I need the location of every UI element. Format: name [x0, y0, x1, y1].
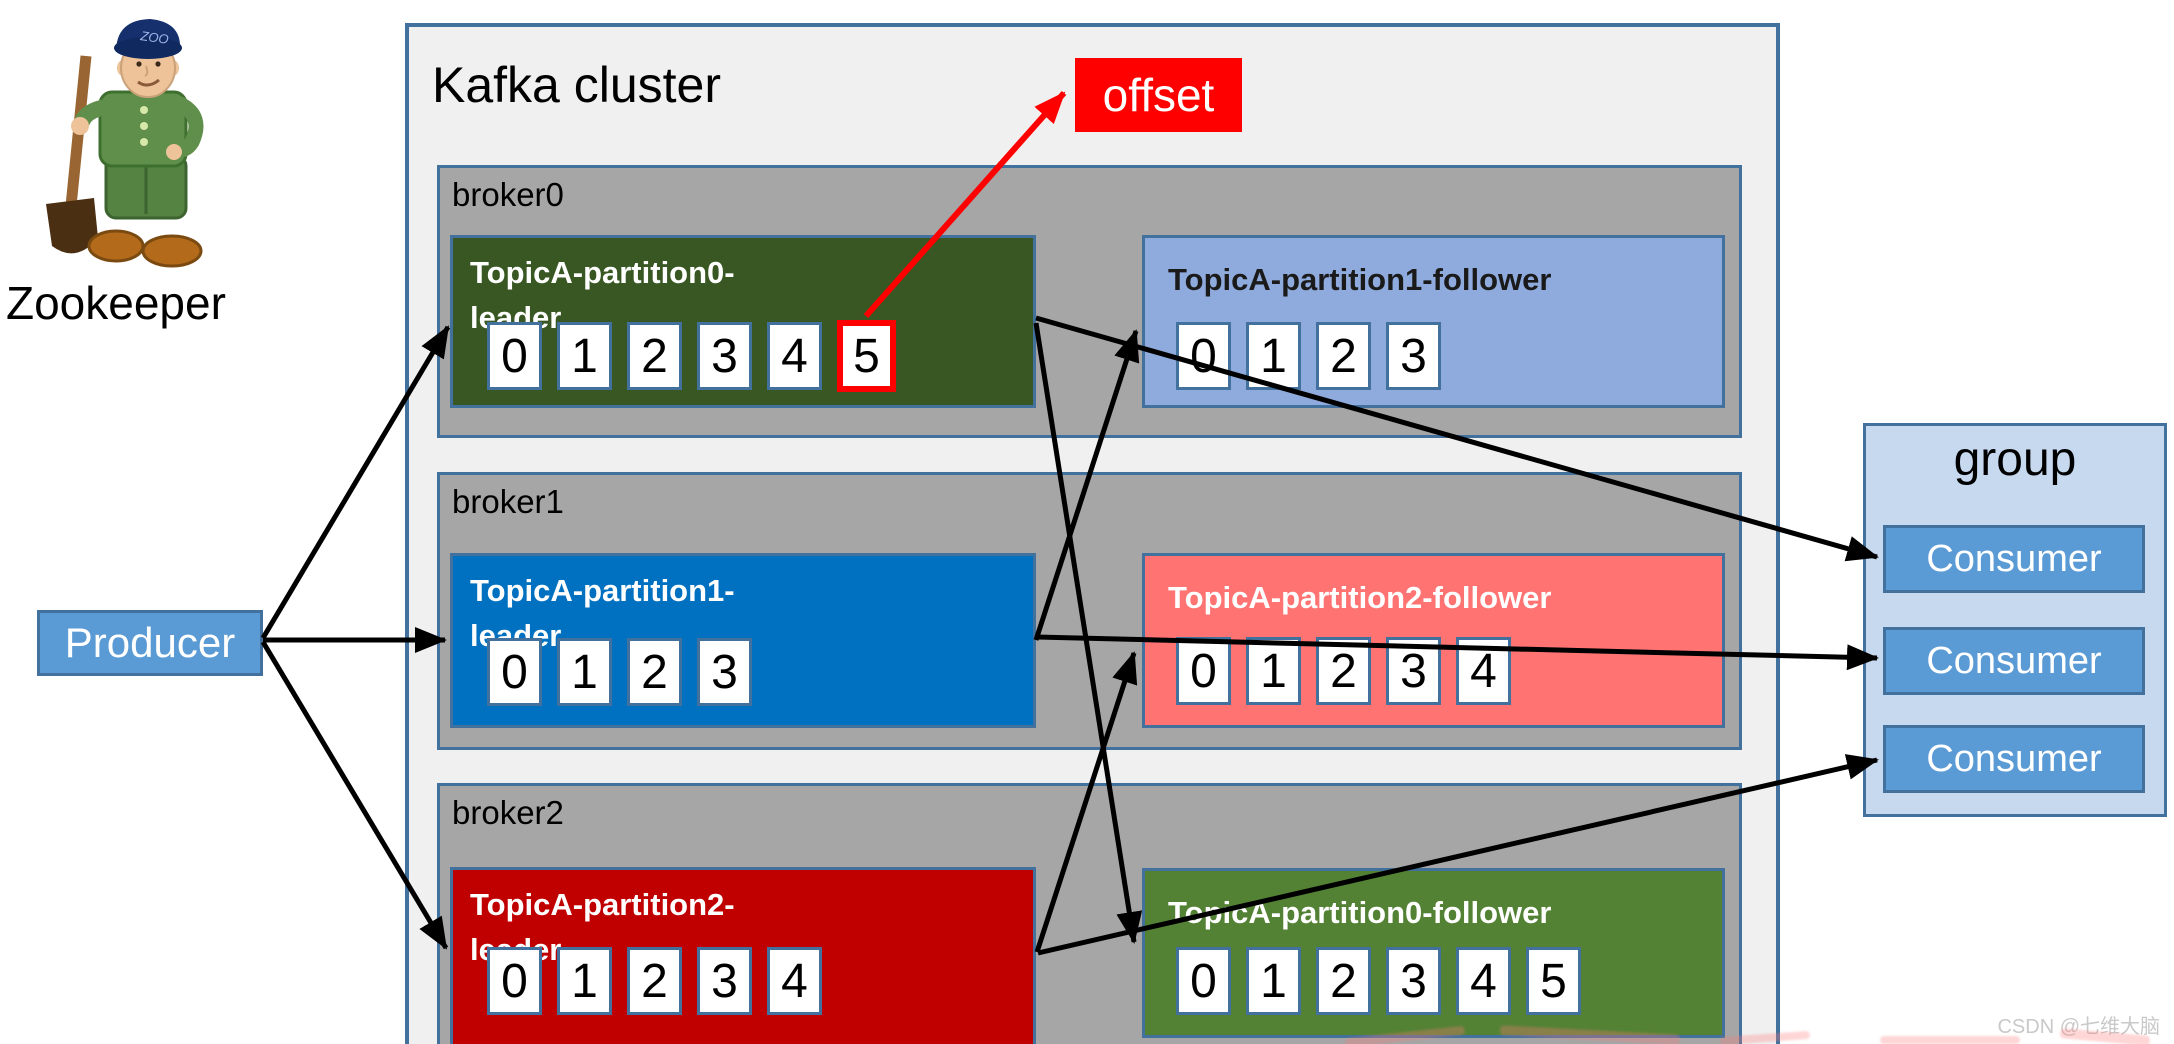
offset-cell: 2 [1316, 637, 1371, 705]
offset-cell: 0 [1176, 947, 1231, 1015]
offset-cell: 1 [557, 322, 612, 390]
offset-cell: 0 [1176, 322, 1231, 390]
broker1-label: broker1 [452, 483, 564, 520]
offset-cell: 4 [767, 322, 822, 390]
csdn-watermark: CSDN @七维大脑 [1997, 1016, 2160, 1038]
offset-cell: 1 [1246, 322, 1301, 390]
offset-label: offset [1102, 69, 1215, 121]
offset-cell: 4 [1456, 947, 1511, 1015]
consumer-3-label: Consumer [1926, 737, 2102, 780]
offset-cell: 4 [767, 947, 822, 1015]
offset-callout: offset [1075, 58, 1242, 132]
shovel-blade-icon [46, 198, 98, 254]
consumer-box-1: Consumer [1883, 525, 2145, 593]
consumer-group-title: group [1953, 433, 2077, 486]
consumer-1-label: Consumer [1926, 537, 2102, 580]
zookeeper-label: Zookeeper [6, 277, 226, 329]
kafka-cluster-title: Kafka cluster [432, 57, 722, 113]
broker0-label: broker0 [452, 176, 564, 213]
offset-cell-highlighted: 5 [837, 320, 896, 392]
broker2-label: broker2 [452, 794, 564, 831]
offset-cell: 3 [697, 638, 752, 706]
offset-cell: 0 [1176, 637, 1231, 705]
offset-cell: 0 [487, 322, 542, 390]
partition2-follower-title: TopicA-partition2-follower [1168, 580, 1552, 615]
partition0-leader-title: TopicA-partition0- [470, 255, 735, 290]
partition1-follower-title: TopicA-partition1-follower [1168, 262, 1552, 297]
offset-cell: 2 [1316, 322, 1371, 390]
svg-text:ZOO: ZOO [139, 28, 170, 47]
offset-cell: 2 [627, 947, 682, 1015]
consumer-box-3: Consumer [1883, 725, 2145, 793]
consumer-2-label: Consumer [1926, 639, 2102, 682]
faint-watermark [1880, 1036, 2020, 1044]
offset-cell: 3 [1386, 322, 1441, 390]
offset-cell: 3 [1386, 637, 1441, 705]
offset-cell: 0 [487, 947, 542, 1015]
offset-cell: 1 [1246, 637, 1301, 705]
offset-cell: 3 [1386, 947, 1441, 1015]
zookeeper-mascot-icon: ZOO [46, 19, 204, 268]
offset-cell: 2 [1316, 947, 1371, 1015]
producer-box: Producer [37, 610, 263, 676]
offset-cell: 1 [1246, 947, 1301, 1015]
offset-cell: 3 [697, 947, 752, 1015]
partition2-leader-title: TopicA-partition2- [470, 887, 735, 922]
consumer-box-2: Consumer [1883, 627, 2145, 695]
offset-cell: 2 [627, 322, 682, 390]
offset-cell: 3 [697, 322, 752, 390]
partition0-follower-title: TopicA-partition0-follower [1168, 895, 1552, 930]
offset-cell: 4 [1456, 637, 1511, 705]
shovel-handle-icon [64, 55, 92, 217]
offset-cell: 0 [487, 638, 542, 706]
partition1-leader-title: TopicA-partition1- [470, 573, 735, 608]
offset-cell: 1 [557, 638, 612, 706]
offset-cell: 1 [557, 947, 612, 1015]
offset-cell: 2 [627, 638, 682, 706]
offset-cell: 5 [1526, 947, 1581, 1015]
producer-label: Producer [64, 619, 236, 666]
